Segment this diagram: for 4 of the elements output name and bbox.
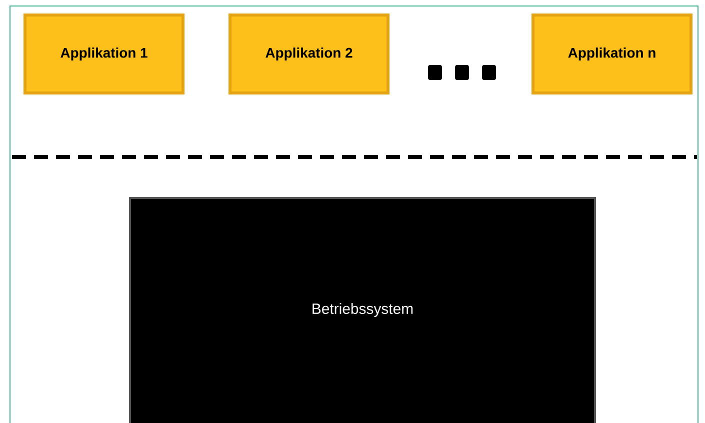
system-box: Betriebssystem bbox=[129, 197, 596, 423]
app-box: Applikation n bbox=[532, 14, 692, 94]
app-box: Applikation 1 bbox=[24, 14, 184, 94]
app-box: Applikation 2 bbox=[228, 14, 390, 94]
